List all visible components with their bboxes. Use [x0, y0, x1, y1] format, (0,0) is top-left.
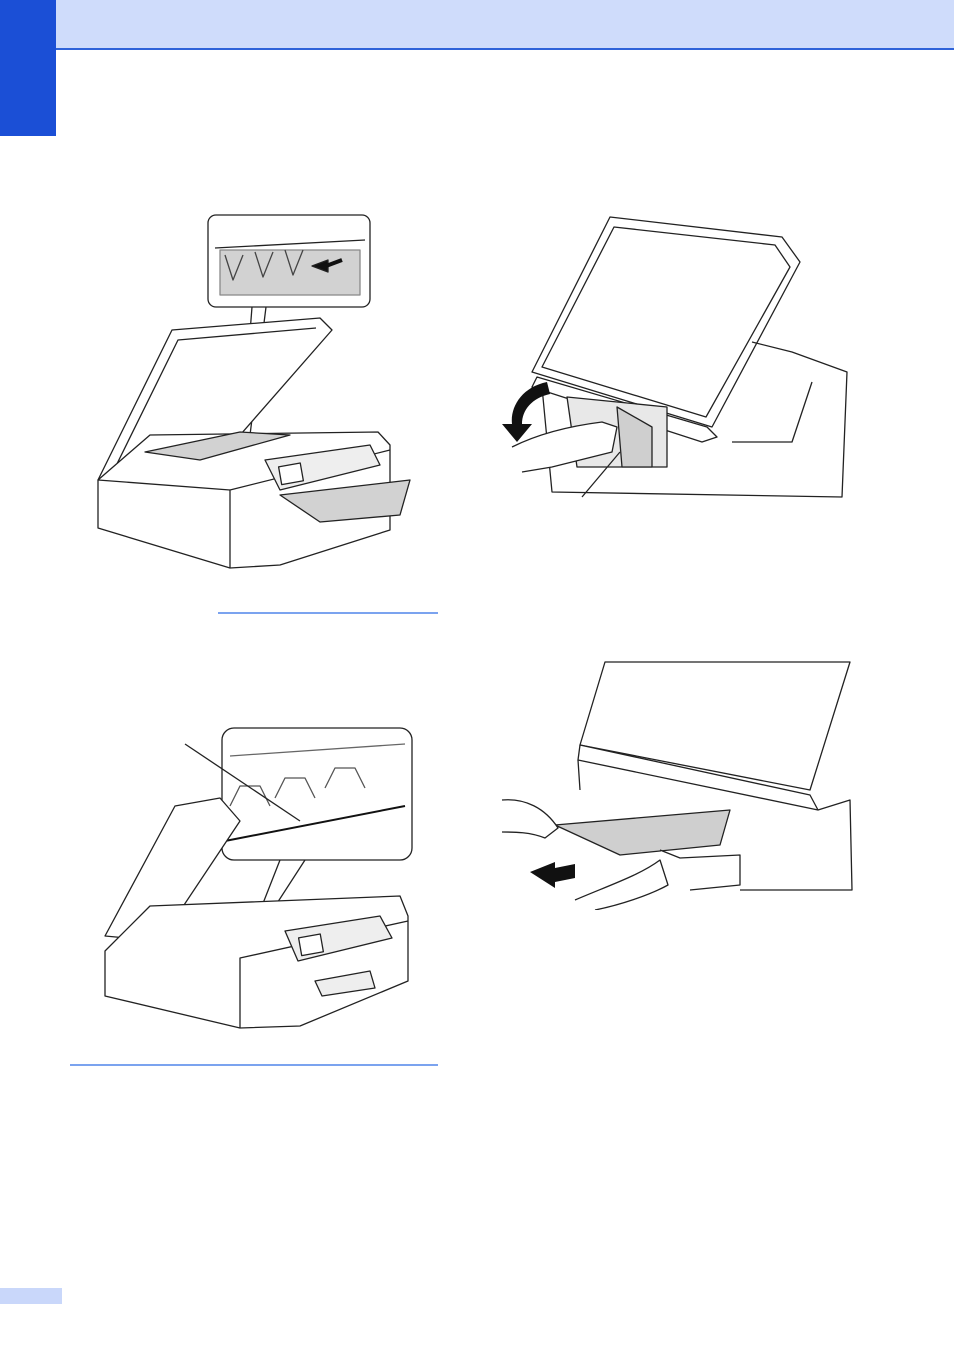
curved-arrow-icon: [502, 382, 550, 442]
page-header-bar: [0, 0, 954, 50]
encoder-detail-inset: [222, 728, 412, 860]
section-rule-upper: [218, 612, 438, 614]
chapter-tab: [0, 0, 56, 136]
printer-open-jammed-paper-figure: [90, 210, 430, 580]
printer-paper-insert-figure: [500, 660, 856, 910]
page-footer-tab: [0, 1288, 62, 1304]
printer-jam-clear-cover-figure: [492, 212, 862, 512]
push-arrow-icon: [530, 862, 575, 888]
section-rule-lower: [70, 1064, 438, 1066]
printer-open-encoder-strip-figure: [100, 726, 420, 1036]
